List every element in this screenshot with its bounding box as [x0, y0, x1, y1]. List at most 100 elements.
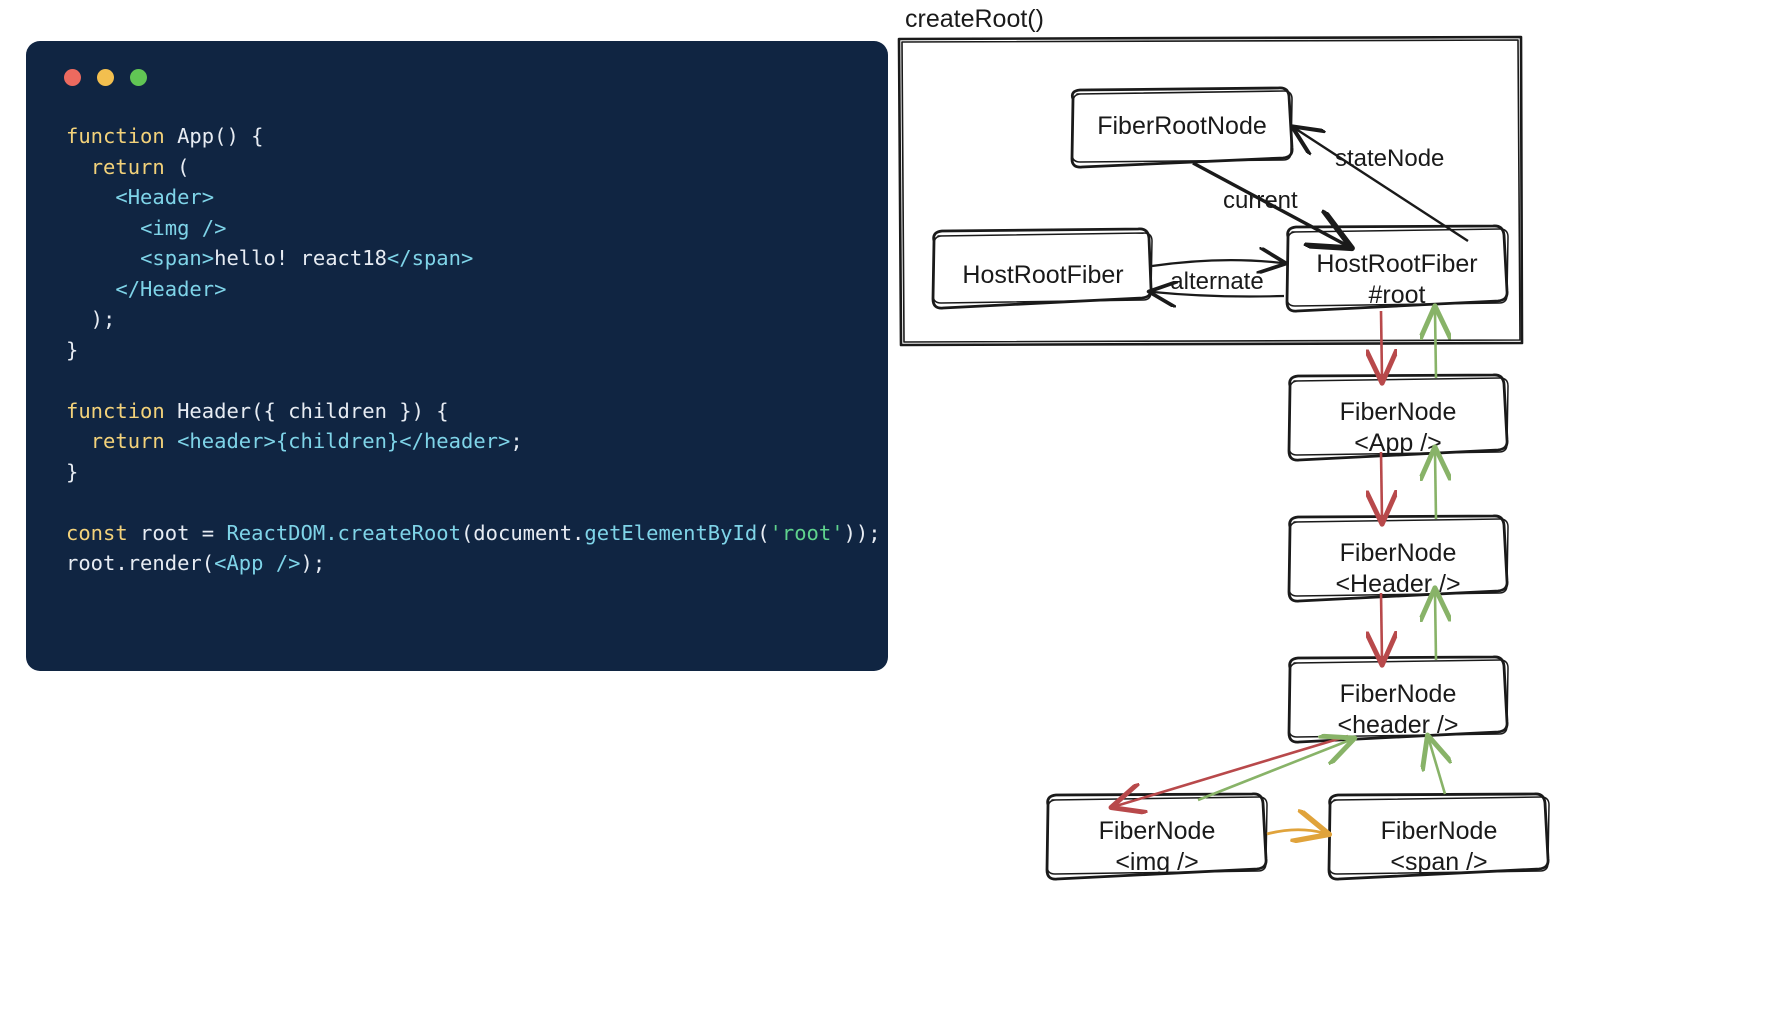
edge-child-header-to-host [1381, 592, 1382, 660]
code-line [66, 365, 878, 396]
edge-current [1192, 161, 1346, 245]
code-token: )); [843, 520, 881, 545]
code-token: <img /> [140, 215, 227, 240]
edge-label-state-node: stateNode [1335, 145, 1444, 172]
node-fiber-root-node: FiberRootNode [1070, 86, 1294, 169]
node-label-header-component-line2: <Header /> [1335, 570, 1460, 598]
code-token: ; [510, 429, 523, 453]
code-line: <img /> [66, 213, 878, 244]
create-root-label: createRoot() [905, 5, 1044, 33]
node-fiber-app: FiberNode <App /> [1287, 373, 1509, 462]
code-token [66, 216, 140, 240]
code-line: function Header({ children }) { [66, 396, 878, 427]
node-fiber-header-component: FiberNode <Header /> [1287, 514, 1509, 603]
code-token: {children} [275, 429, 400, 453]
code-token: return [90, 429, 165, 453]
code-token: Header({ children }) { [164, 398, 449, 423]
edge-return-host-to-header [1435, 593, 1436, 661]
code-token: ( [201, 551, 215, 575]
code-token [66, 277, 115, 301]
node-label-header-host-line2: <header /> [1338, 711, 1459, 739]
edge-return-span-to-host [1429, 740, 1445, 795]
code-token: ); [300, 551, 326, 575]
node-label-span-line1: FiberNode [1381, 817, 1498, 845]
code-line: root.render(<App />); [66, 548, 878, 579]
node-label-host-root-fiber-root-line1: HostRootFiber [1316, 250, 1477, 278]
edge-return-header-to-app [1435, 452, 1436, 520]
code-token: getElementById [584, 520, 758, 545]
node-label-header-component-line1: FiberNode [1340, 539, 1457, 567]
code-token: hello! react18 [214, 246, 387, 270]
code-token: ( [164, 154, 190, 179]
code-editor-panel: function App() { return ( <Header> <img … [26, 41, 888, 671]
edge-state-node [1296, 129, 1469, 243]
code-token [66, 155, 91, 179]
edge-return-app-to-root [1435, 311, 1436, 379]
edge-label-current: current [1223, 187, 1298, 214]
code-token [165, 429, 177, 453]
code-token: <App /> [214, 551, 301, 575]
node-label-host-root-fiber-alternate: HostRootFiber [962, 261, 1123, 289]
node-host-root-fiber-alternate: HostRootFiber [931, 227, 1153, 310]
code-token: render [127, 551, 202, 575]
code-content: function App() { return ( <Header> <img … [66, 121, 881, 579]
code-line: const root = ReactDOM.createRoot(documen… [66, 518, 881, 549]
node-fiber-img: FiberNode <img /> [1045, 792, 1268, 881]
code-token: </header> [399, 429, 511, 453]
code-token: App() { [164, 124, 264, 148]
minimize-dot[interactable] [97, 69, 114, 86]
fiber-tree-diagram: createRoot() FiberRootNode HostRootFiber… [880, 0, 1776, 1028]
code-token: <span> [140, 246, 215, 270]
edge-alternate-forward [1151, 260, 1282, 266]
window-controls [64, 69, 147, 86]
node-label-img-line1: FiberNode [1099, 817, 1216, 845]
node-host-root-fiber-root: HostRootFiber #root [1285, 224, 1509, 313]
code-line: function App() { [66, 121, 878, 152]
code-line: return ( [66, 152, 878, 183]
code-token: function [66, 398, 165, 423]
node-label-host-root-fiber-root-line2: #root [1369, 281, 1426, 309]
node-label-app-line1: FiberNode [1340, 398, 1457, 426]
code-line: <Header> [66, 182, 878, 213]
edge-alternate-back [1153, 292, 1285, 297]
code-token: (document. [460, 520, 585, 545]
code-token: root. [66, 551, 128, 575]
node-fiber-span: FiberNode <span /> [1327, 792, 1550, 881]
code-line [66, 487, 878, 518]
node-label-fiber-root-node: FiberRootNode [1097, 112, 1267, 140]
code-token: <Header> [115, 185, 215, 209]
close-dot[interactable] [64, 69, 81, 86]
code-token: </Header> [115, 276, 227, 301]
edge-sibling-img-to-span [1266, 830, 1324, 834]
create-root-group-box [897, 35, 1524, 347]
code-token: 'root' [769, 520, 844, 545]
code-line: </Header> [66, 274, 878, 305]
edge-child-host-to-img [1116, 734, 1349, 806]
edge-return-img-to-host [1197, 740, 1350, 802]
node-label-header-host-line1: FiberNode [1340, 680, 1457, 708]
code-token: function [66, 124, 165, 148]
edge-child-app-to-header [1381, 451, 1382, 519]
node-label-app-line2: <App /> [1354, 429, 1442, 457]
code-token [66, 246, 140, 270]
code-token: return [90, 154, 165, 179]
code-token: ( [757, 520, 770, 545]
code-line: return <header>{children}</header>; [66, 426, 878, 457]
maximize-dot[interactable] [130, 69, 147, 86]
node-fiber-header-host: FiberNode <header /> [1287, 655, 1509, 744]
code-token: ReactDOM.createRoot [226, 520, 461, 545]
code-token: } [66, 337, 79, 362]
code-token: </span> [386, 246, 474, 270]
code-token: <header> [177, 429, 276, 453]
code-line: } [66, 335, 878, 366]
code-line: ); [66, 304, 878, 335]
code-token: } [66, 459, 79, 484]
code-token: ); [66, 307, 116, 331]
node-label-span-line2: <span /> [1390, 848, 1487, 876]
code-token: const [66, 520, 128, 545]
edge-child-root-to-app [1381, 310, 1382, 378]
edge-label-alternate: alternate [1170, 268, 1263, 295]
node-label-img-line2: <img /> [1115, 848, 1198, 876]
code-line: <span>hello! react18</span> [66, 243, 878, 274]
code-token [66, 185, 115, 209]
